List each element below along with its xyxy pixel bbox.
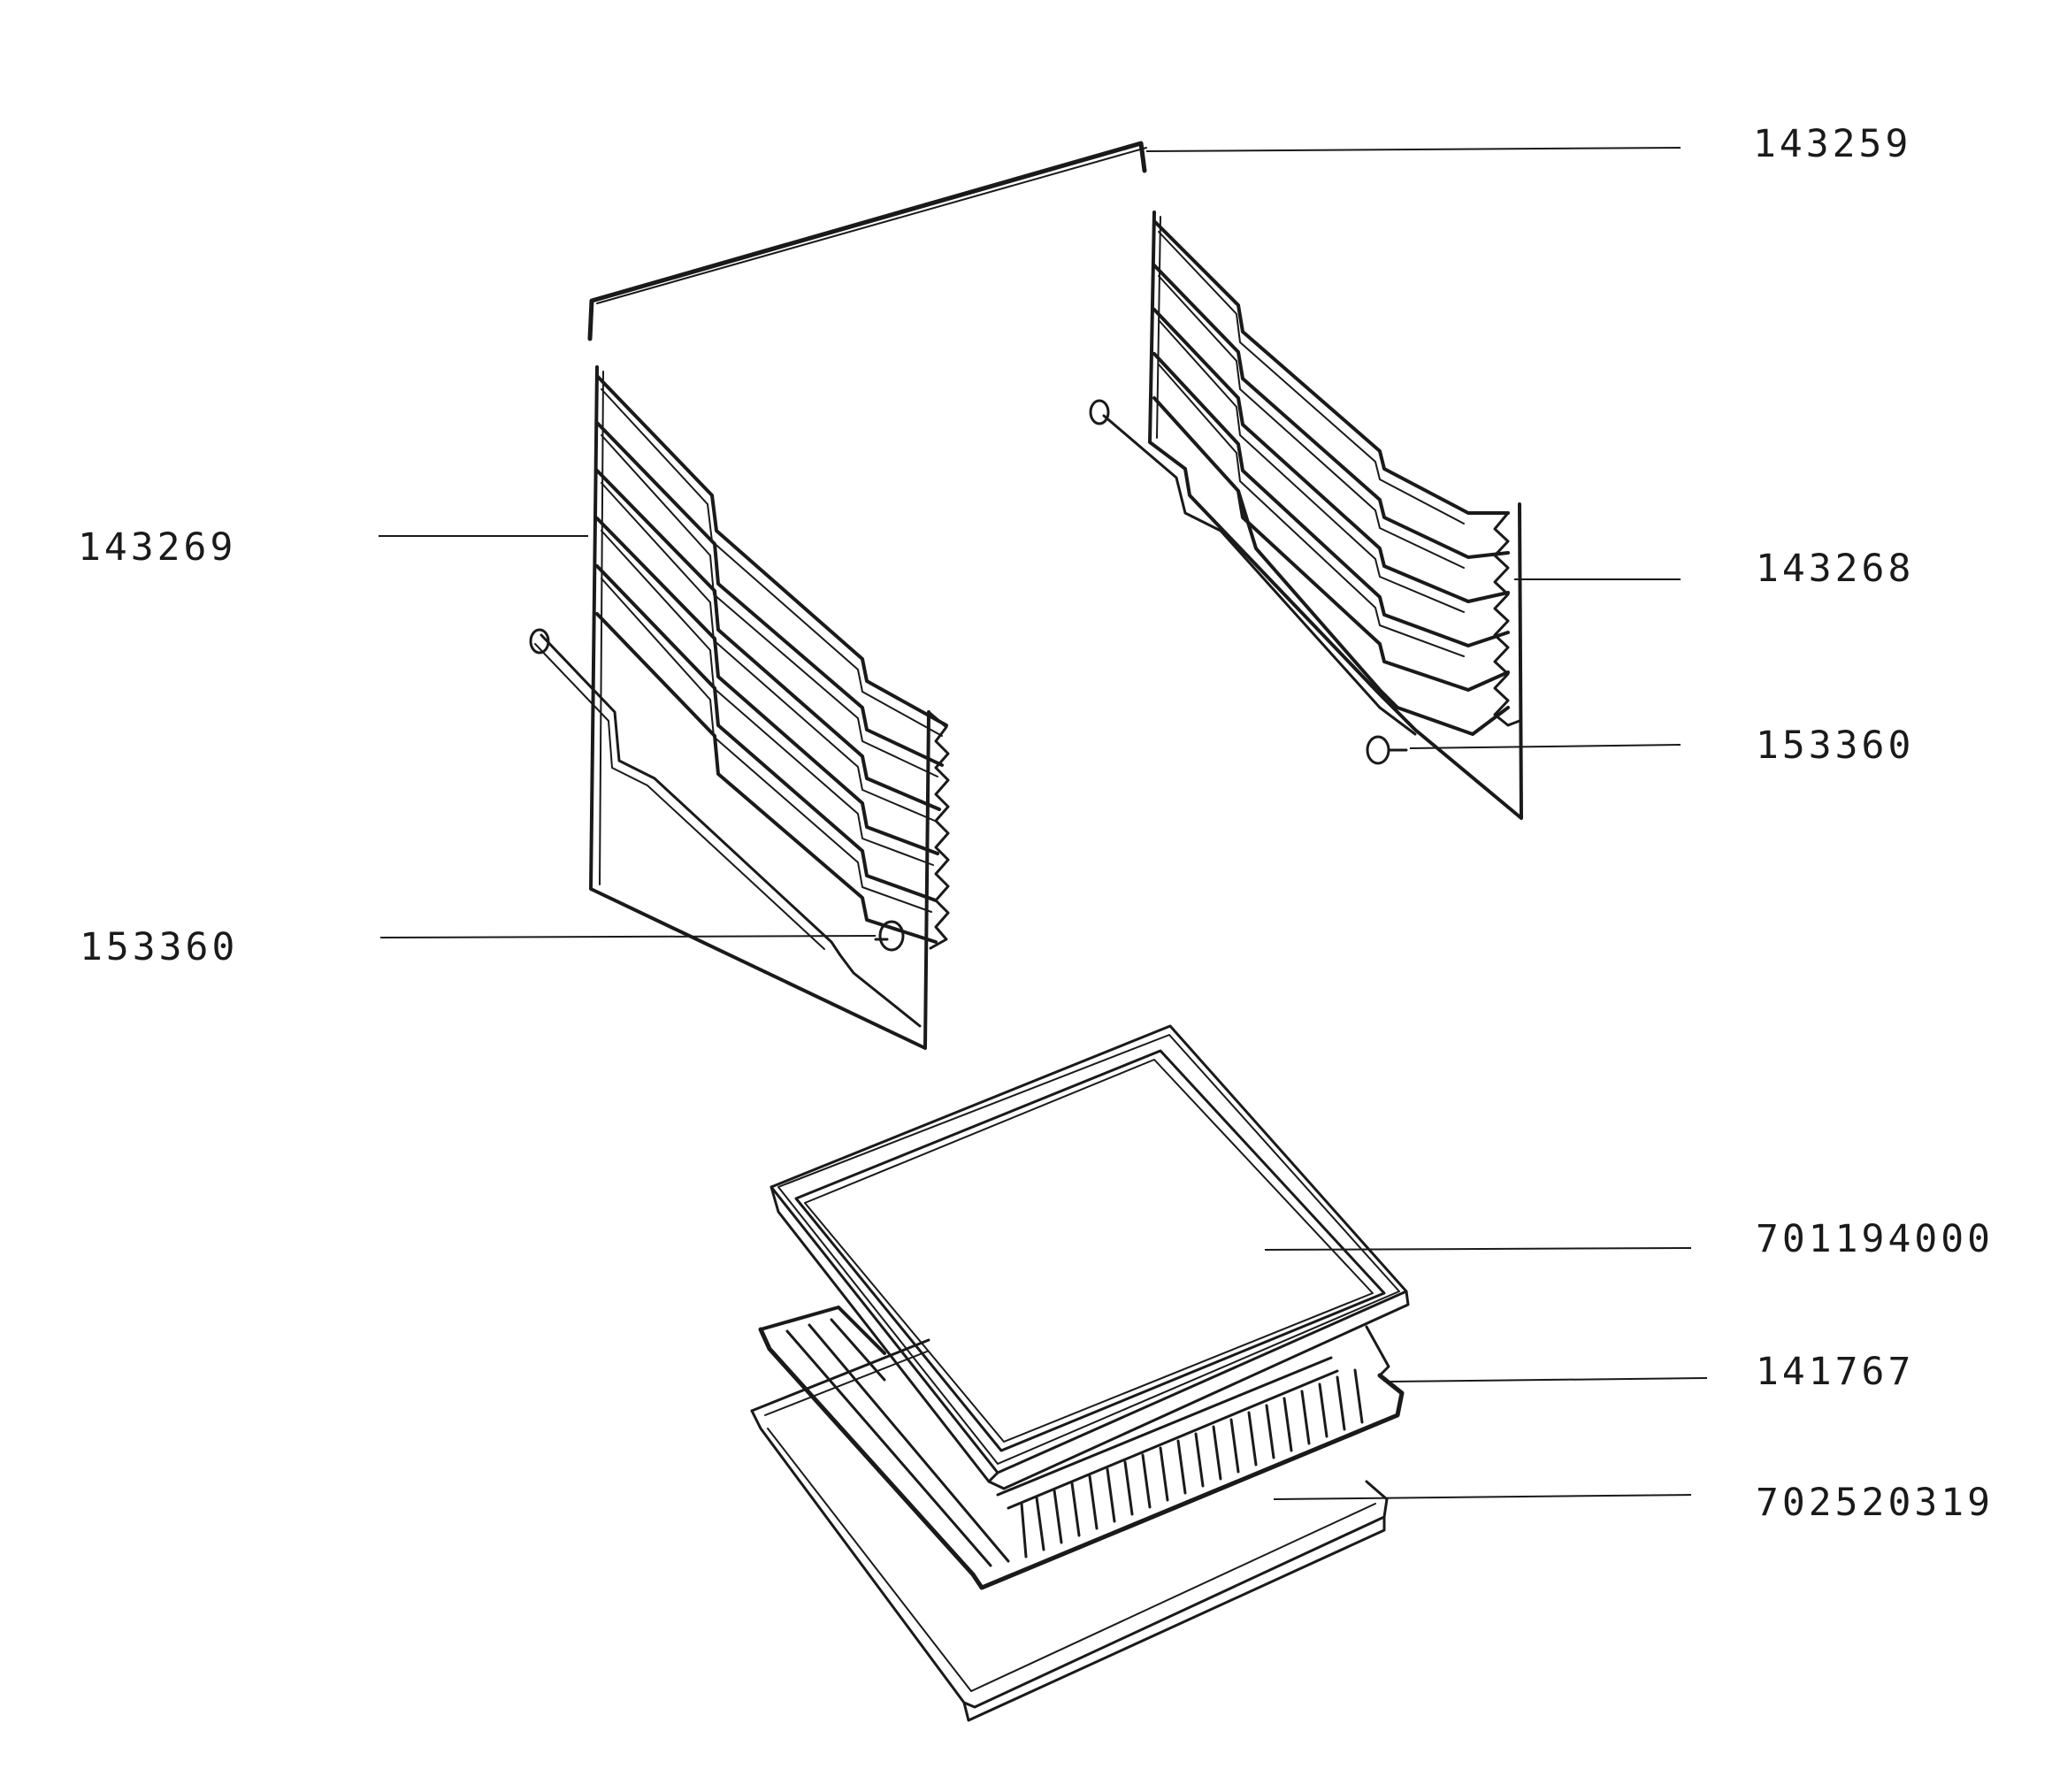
part-number-left-rack: 143269 <box>78 525 237 570</box>
part-number-right-rack-pin: 153360 <box>1756 724 1915 768</box>
enamel-tray <box>770 1024 1410 1490</box>
right-side-rack <box>1089 211 1523 820</box>
top-cross-bar <box>587 141 1147 341</box>
left-side-rack <box>529 365 950 1050</box>
part-number-top-cross-bar: 143259 <box>1753 122 1912 166</box>
part-number-right-rack: 143268 <box>1756 547 1915 591</box>
wire-shelf <box>758 1306 1405 1590</box>
part-number-wire-shelf: 141767 <box>1756 1350 1915 1394</box>
drip-pan <box>750 1338 1389 1722</box>
part-number-left-rack-pin: 153360 <box>80 925 239 969</box>
part-number-enamel-tray: 701194000 <box>1756 1217 1994 1261</box>
part-number-drip-pan: 702520319 <box>1756 1481 1994 1525</box>
leader-lines <box>379 147 1708 1500</box>
